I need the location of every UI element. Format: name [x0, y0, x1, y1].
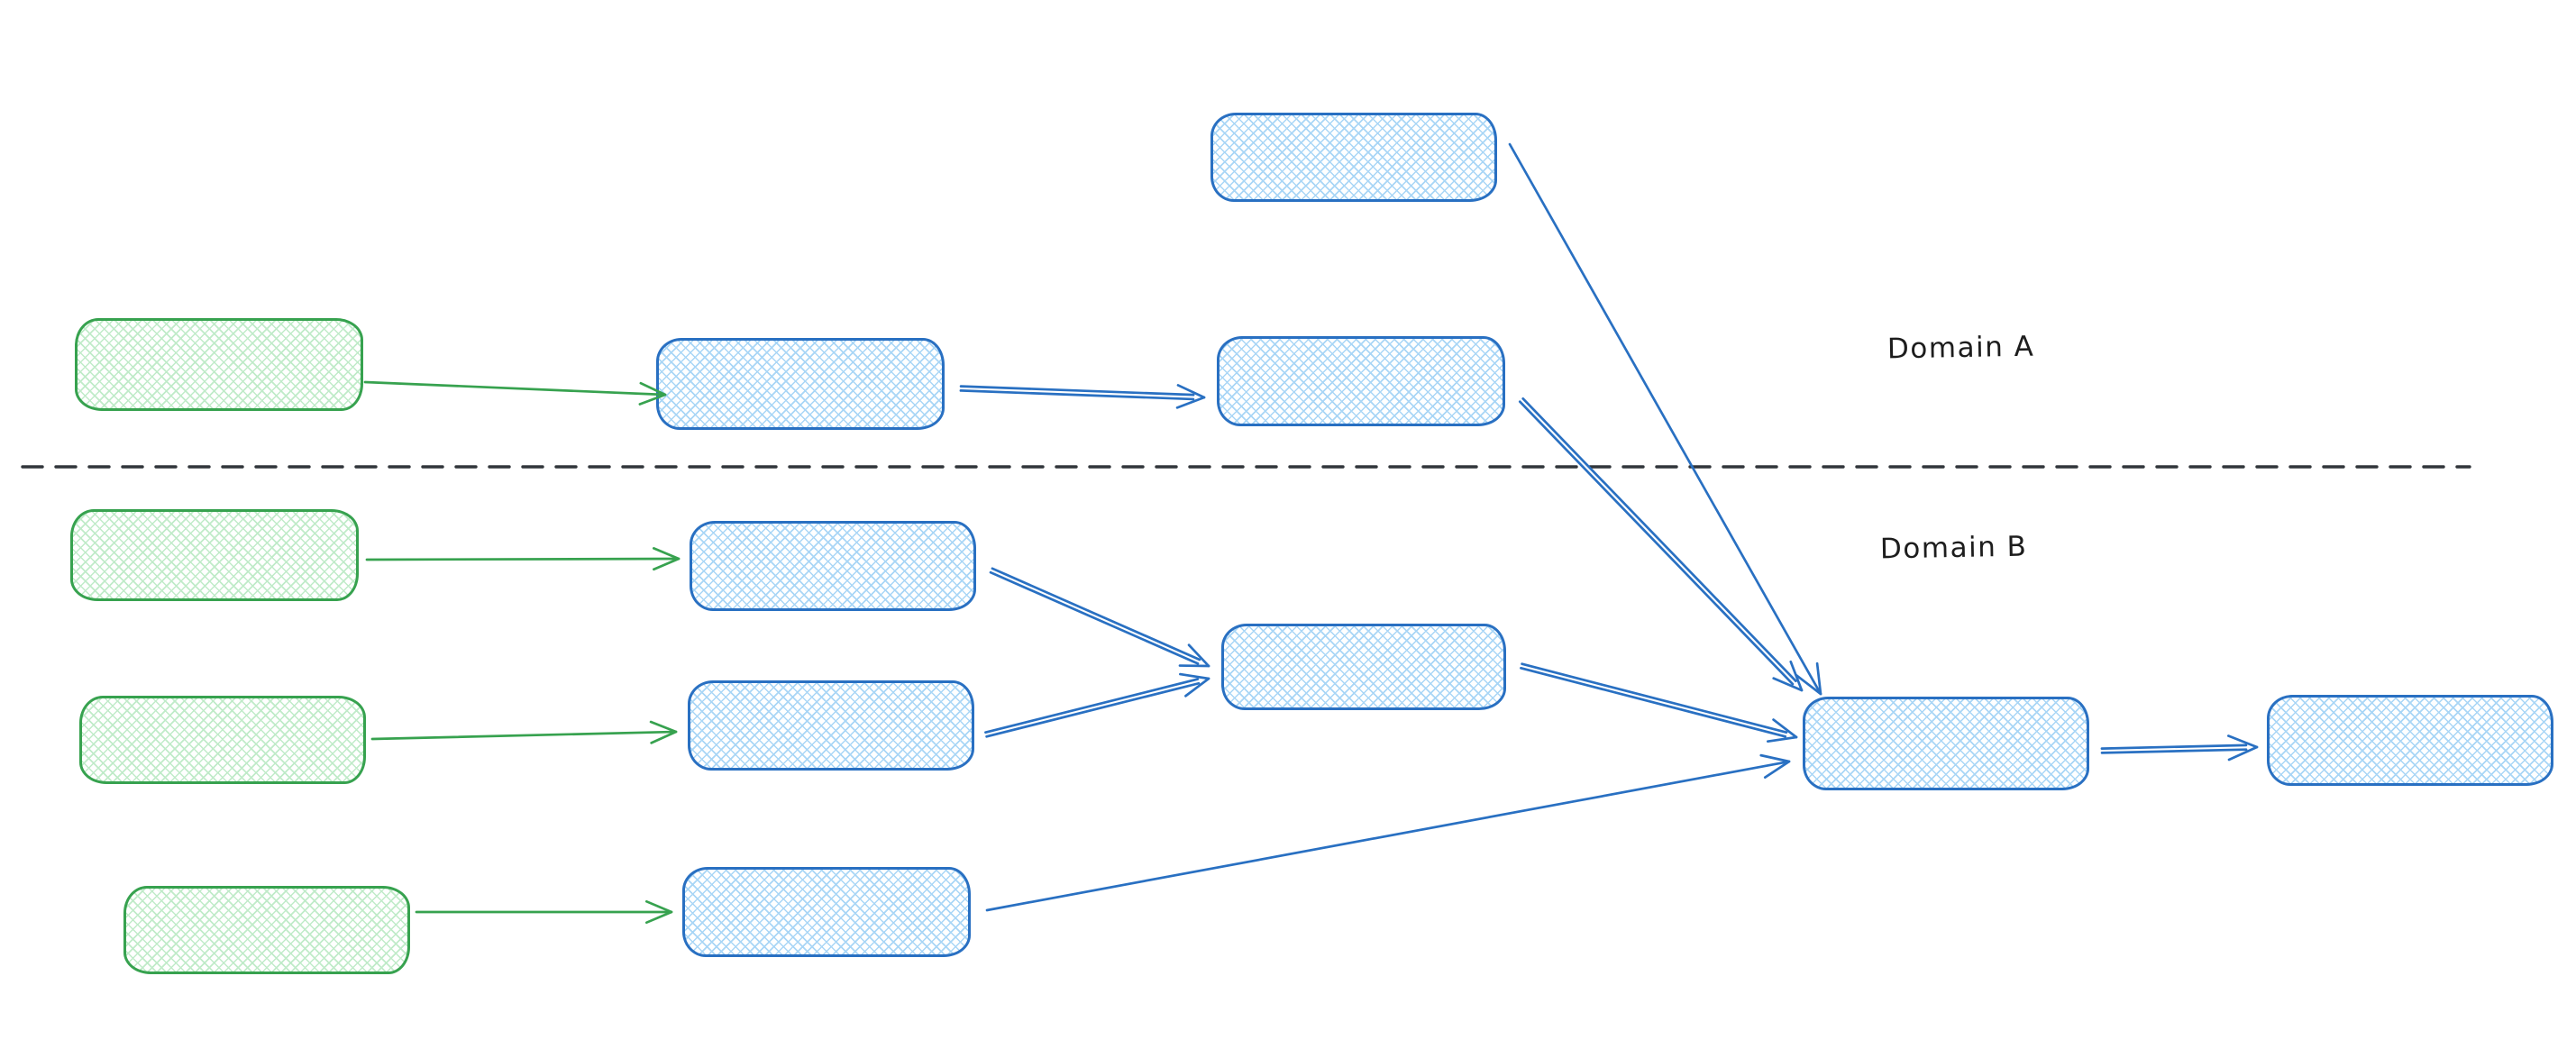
edge-b-source1-to-process1 [365, 547, 681, 571]
node-domain-b-source-2[interactable] [79, 696, 366, 784]
node-domain-a-source-green[interactable] [75, 318, 363, 411]
node-domain-b-source-3[interactable] [123, 886, 410, 974]
edge-b-process1-to-merge [989, 567, 1210, 668]
node-domain-a-process-1[interactable] [656, 338, 945, 430]
edge-b-merge-to-sink [1520, 662, 1798, 743]
node-domain-a-top[interactable] [1210, 113, 1497, 202]
node-sink-merge[interactable] [1803, 697, 2089, 790]
node-domain-b-process-1[interactable] [690, 521, 976, 611]
domain-b-label: Domain B [1879, 530, 2028, 566]
edge-b-source2-to-process2 [370, 720, 678, 744]
edge-b-process3-to-sink [985, 753, 1791, 912]
domain-a-label: Domain A [1886, 330, 2035, 366]
node-domain-b-source-1[interactable] [70, 509, 359, 601]
edge-a-source-to-process1 [363, 380, 667, 406]
edge-b-source3-to-process3 [415, 899, 673, 925]
edge-a-process1-to-process2 [959, 384, 1206, 409]
edge-a-process2-to-sink [1518, 397, 1804, 692]
edge-b-process2-to-merge [984, 672, 1210, 738]
node-domain-b-merge[interactable] [1221, 624, 1506, 710]
edge-sink-to-output [2100, 734, 2259, 762]
edge-a-top-to-sink [1508, 142, 1822, 696]
node-domain-b-process-3[interactable] [682, 867, 971, 957]
node-domain-a-process-2[interactable] [1217, 336, 1505, 426]
node-domain-b-process-2[interactable] [688, 680, 974, 771]
node-output[interactable] [2267, 695, 2553, 786]
